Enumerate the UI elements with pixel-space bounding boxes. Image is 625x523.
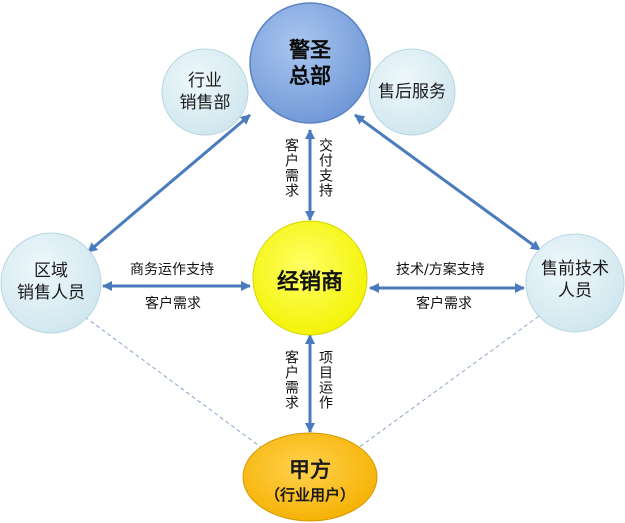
industry-sales-label: 行业 销售部 xyxy=(162,70,248,114)
hq-label: 警圣 总部 xyxy=(260,37,360,89)
node-client xyxy=(242,432,378,522)
edge-label-dealer-client-left: 客户需求 xyxy=(283,350,299,410)
edge-label-hq-dealer-left: 客户需求 xyxy=(283,138,299,198)
node-dealer xyxy=(252,220,368,336)
presales-tech-line1: 售前技术 xyxy=(541,259,609,279)
after-sales-label: 售后服务 xyxy=(369,81,455,103)
presales-tech-label: 售前技术 人员 xyxy=(526,258,624,302)
edge-label-dealer-client-right: 项目运作 xyxy=(317,350,333,410)
node-after-sales xyxy=(368,48,456,136)
regional-sales-line1: 区域 xyxy=(34,261,68,281)
client-subtitle: （行业用户） xyxy=(264,486,355,504)
dashed-line-regional-client xyxy=(84,316,263,449)
edge-label-regional-to-dealer: 商务运作支持 xyxy=(130,262,214,278)
presales-tech-line2: 人员 xyxy=(558,281,592,301)
dealer-label: 经销商 xyxy=(276,269,343,295)
hq-label-line1: 警圣 xyxy=(289,37,331,62)
edge-label-dealer-to-presales: 客户需求 xyxy=(416,296,472,312)
edge-label-presales-to-dealer: 技术/方案支持 xyxy=(396,262,485,278)
edge-label-hq-dealer-right: 交付支持 xyxy=(317,138,333,198)
after-sales-text: 售后服务 xyxy=(378,82,446,102)
arrow-hq-regional xyxy=(87,113,251,254)
arrow-hq-presales xyxy=(354,113,541,252)
client-label: 甲方 （行业用户） xyxy=(243,454,377,505)
dashed-line-presales-client xyxy=(357,307,551,449)
hq-label-line2: 总部 xyxy=(289,63,331,88)
industry-sales-line1: 行业 xyxy=(188,71,222,91)
node-presales-tech xyxy=(525,233,625,333)
regional-sales-label: 区域 销售人员 xyxy=(1,260,101,304)
edge-label-dealer-to-regional: 客户需求 xyxy=(145,296,201,312)
client-title: 甲方 xyxy=(289,457,331,482)
regional-sales-line2: 销售人员 xyxy=(17,283,85,303)
industry-sales-line2: 销售部 xyxy=(179,93,231,113)
node-regional-sales xyxy=(0,232,102,334)
node-industry-sales xyxy=(161,48,249,136)
node-hq xyxy=(249,2,371,124)
